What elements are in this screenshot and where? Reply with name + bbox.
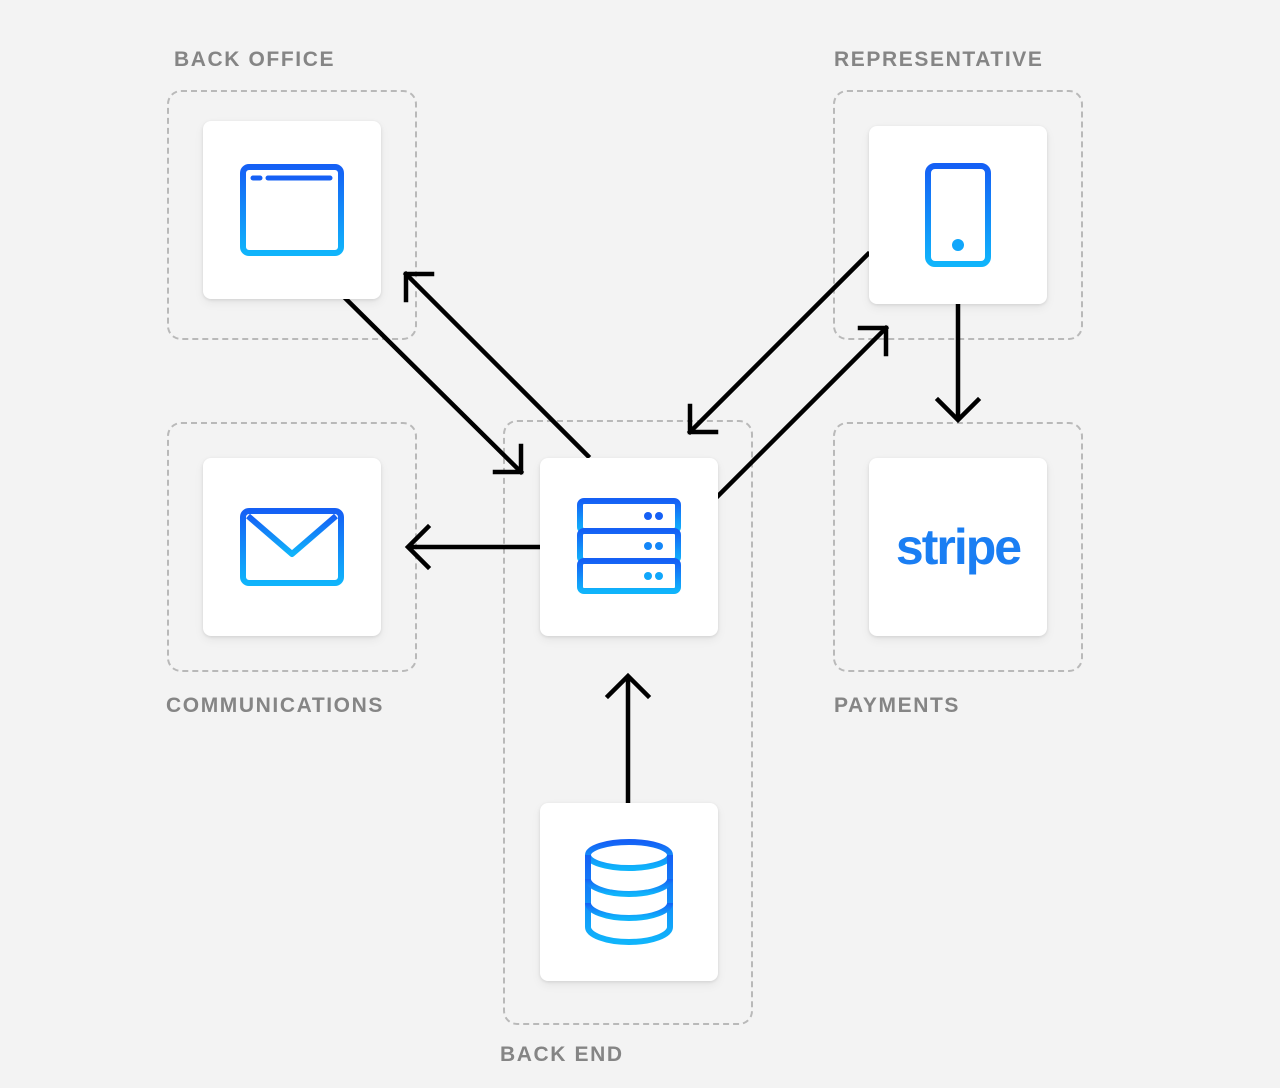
group-label-representative: REPRESENTATIVE xyxy=(834,48,1044,71)
arrow-server-to-phone xyxy=(714,324,890,500)
envelope-icon xyxy=(240,508,344,586)
group-label-payments: PAYMENTS xyxy=(834,694,960,717)
arrowhead-server-to-phone xyxy=(857,325,889,357)
smartphone-icon xyxy=(925,163,991,267)
arrowhead-database-to-server xyxy=(604,672,652,700)
server-icon xyxy=(577,498,681,594)
arrow-browser-to-server xyxy=(341,294,525,476)
arrowhead-server-to-mail xyxy=(404,523,432,571)
database-card xyxy=(540,803,718,981)
stripe-card: stripe xyxy=(869,458,1047,636)
phone-card xyxy=(869,126,1047,304)
arrowhead-browser-to-server xyxy=(492,443,524,475)
group-back-end xyxy=(503,420,753,1025)
arrowhead-phone-to-stripe xyxy=(934,396,982,424)
arrow-phone-to-server xyxy=(686,250,872,436)
database-icon xyxy=(585,839,673,945)
group-label-back-end: BACK END xyxy=(500,1043,624,1066)
mail-card xyxy=(203,458,381,636)
stripe-logo: stripe xyxy=(895,519,1022,575)
group-label-back-office: BACK OFFICE xyxy=(174,48,336,71)
group-label-communications: COMMUNICATIONS xyxy=(166,694,384,717)
arrowhead-server-to-browser xyxy=(403,271,435,303)
browser-window-icon xyxy=(240,164,344,256)
group-back-office xyxy=(167,90,417,340)
arrow-server-to-browser xyxy=(402,270,592,460)
browser-card xyxy=(203,121,381,299)
server-card xyxy=(540,458,718,636)
arrowhead-phone-to-server xyxy=(687,403,719,435)
